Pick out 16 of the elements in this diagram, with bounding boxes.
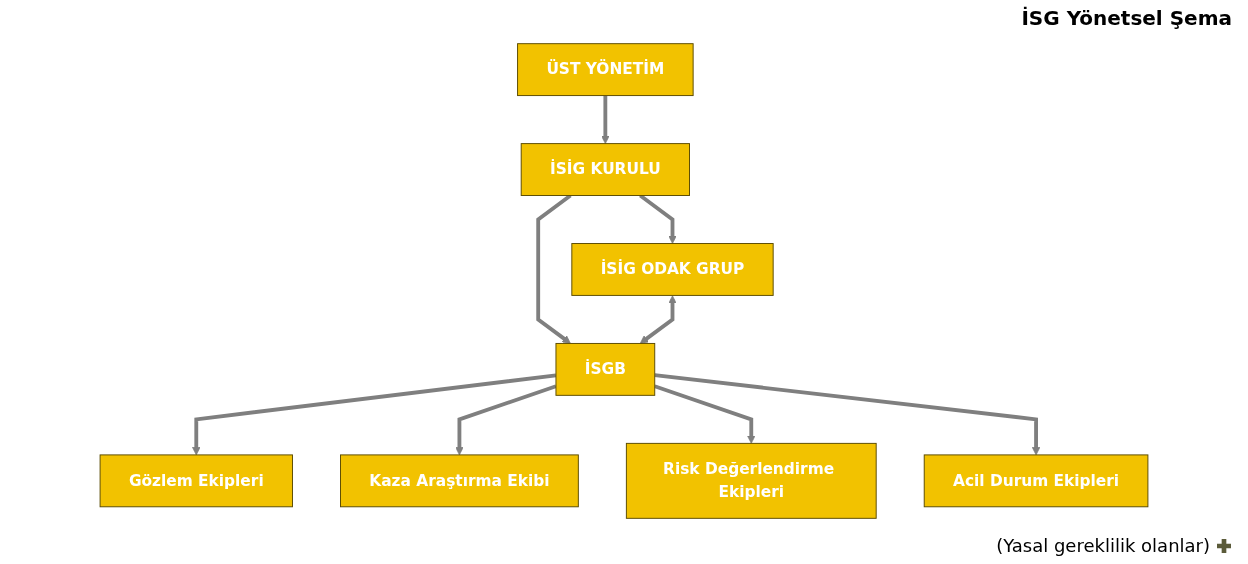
arrow <box>601 95 610 144</box>
legend-text: (Yasal gereklilik olanlar) <box>996 535 1210 556</box>
team-box: Gözlem Ekipleri <box>99 454 293 508</box>
team-box: Acil Durum Ekipleri <box>923 454 1149 508</box>
team-box: Kaza Araştırma Ekibi <box>340 454 579 508</box>
arrow <box>639 295 677 344</box>
team-box: İSİG ODAK GRUP <box>571 243 774 296</box>
team-box: ÜST YÖNETİM <box>517 43 694 97</box>
arrow <box>654 373 1041 456</box>
arrow <box>455 384 557 456</box>
arrow <box>192 373 557 456</box>
team-box: Risk Değerlendirme Ekipleri <box>625 442 877 519</box>
arrow <box>654 384 756 444</box>
team-box: İSİG KURULU <box>520 143 690 196</box>
diagram-title: İSG Yönetsel Şema <box>1021 6 1232 30</box>
team-box: İSGB <box>555 342 656 396</box>
